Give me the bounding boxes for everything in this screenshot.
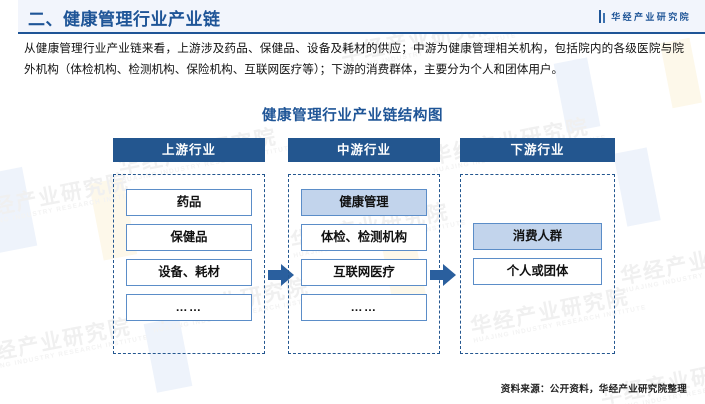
node-upstream-3[interactable]: 设备、耗材 [126, 259, 252, 286]
brand-logo: 华经产业研究院 [598, 10, 691, 23]
column-header-downstream: 下游行业 [460, 138, 615, 162]
column-header-upstream: 上游行业 [113, 138, 265, 162]
node-upstream-1[interactable]: 药品 [126, 189, 252, 216]
chart-title: 健康管理行业产业链结构图 [261, 108, 444, 124]
node-midstream-2[interactable]: 体检、检测机构 [301, 224, 427, 251]
column-upstream: 上游行业 药品 保健品 设备、耗材 …… [113, 138, 265, 354]
node-midstream-4[interactable]: …… [301, 294, 427, 321]
node-midstream-3[interactable]: 互联网医疗 [301, 259, 427, 286]
column-downstream: 下游行业 消费人群 个人或团体 [460, 138, 615, 354]
node-midstream-1[interactable]: 健康管理 [301, 189, 427, 216]
header-divider [18, 32, 705, 34]
column-body-upstream: 药品 保健品 设备、耗材 …… [113, 174, 265, 354]
bookmark-bars-icon [598, 10, 606, 23]
node-downstream-2[interactable]: 个人或团体 [473, 258, 602, 285]
column-midstream: 中游行业 健康管理 体检、检测机构 互联网医疗 …… [288, 138, 440, 354]
column-body-midstream: 健康管理 体检、检测机构 互联网医疗 …… [288, 174, 440, 354]
intro-paragraph: 从健康管理行业产业链来看，上游涉及药品、保健品、设备及耗材的供应；中游为健康管理… [24, 42, 684, 77]
node-upstream-2[interactable]: 保健品 [126, 224, 252, 251]
node-upstream-4[interactable]: …… [126, 294, 252, 321]
page-title: 二、健康管理行业产业链 [28, 10, 221, 29]
column-header-midstream: 中游行业 [288, 138, 440, 162]
node-downstream-1[interactable]: 消费人群 [473, 223, 602, 250]
page-header: 二、健康管理行业产业链 [18, 0, 705, 32]
brand-name: 华经产业研究院 [611, 12, 691, 22]
source-note: 资料来源：公开资料，华经产业研究院整理 [500, 384, 687, 395]
arrow-right-icon [430, 262, 456, 288]
arrow-right-icon [268, 262, 294, 288]
column-body-downstream: 消费人群 个人或团体 [460, 174, 615, 354]
value-chain-diagram: 上游行业 药品 保健品 设备、耗材 …… 中游行业 健康管理 体检、检测机构 互… [0, 138, 705, 370]
